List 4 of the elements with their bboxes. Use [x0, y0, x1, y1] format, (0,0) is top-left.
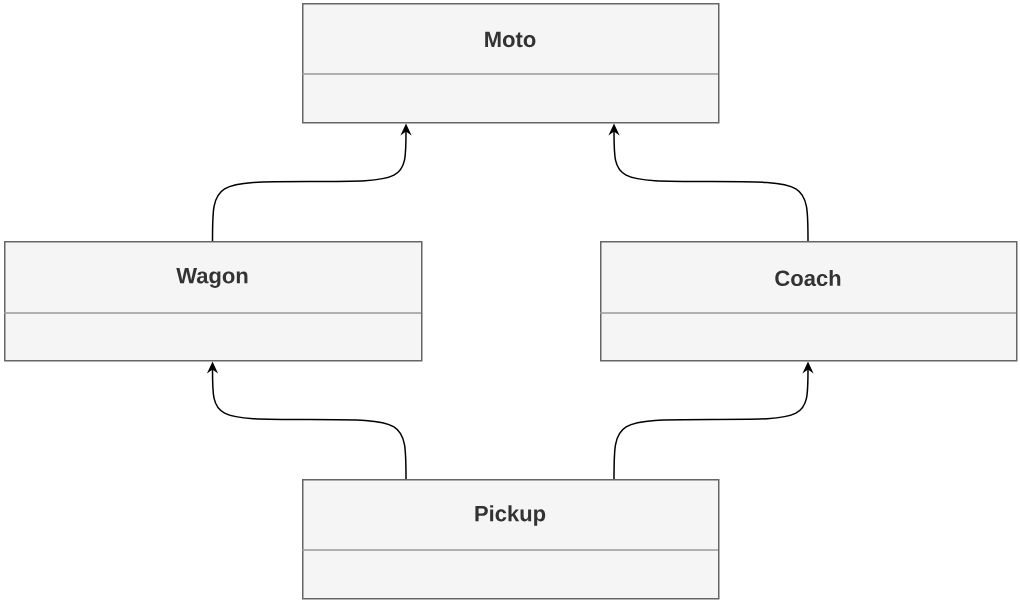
class-box: Pickup — [301, 479, 720, 600]
class-box: Wagon — [3, 241, 423, 362]
class-box: Coach — [599, 241, 1018, 362]
class-box: Moto — [301, 3, 720, 124]
